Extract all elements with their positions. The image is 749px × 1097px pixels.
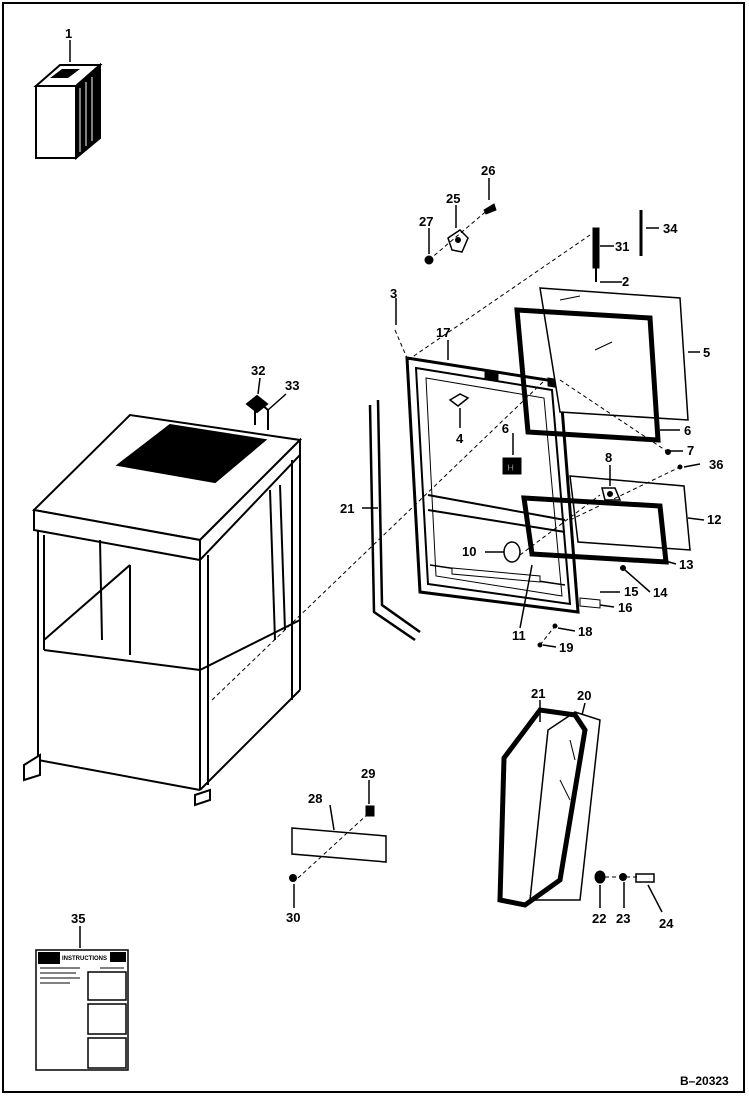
side-window-hardware <box>594 870 655 884</box>
callout-24: 24 <box>659 916 674 931</box>
window-frame <box>405 356 580 614</box>
hardware: H <box>424 203 683 648</box>
figure-reference: B–20323 <box>680 1074 729 1088</box>
callout-9: 9 <box>502 421 509 436</box>
seal-strip <box>368 399 421 642</box>
part-kit-box <box>33 62 103 161</box>
callout-3: 3 <box>390 286 397 301</box>
callout-26: 26 <box>481 163 495 178</box>
callout-21-seal: 21 <box>531 686 545 701</box>
upper-glass <box>514 287 689 443</box>
callout-32: 32 <box>251 363 265 378</box>
callout-4: 4 <box>456 431 464 446</box>
callout-14: 14 <box>653 585 668 600</box>
callouts: 1 2 3 4 5 6 7 8 9 10 11 12 13 14 15 16 1… <box>65 26 723 931</box>
callout-7: 7 <box>687 443 694 458</box>
callout-20: 20 <box>577 688 591 703</box>
callout-21-strip: 21 <box>340 501 354 516</box>
callout-19: 19 <box>559 640 573 655</box>
callout-22: 22 <box>592 911 606 926</box>
callout-27: 27 <box>419 214 433 229</box>
callout-8: 8 <box>605 450 612 465</box>
side-window <box>497 707 601 908</box>
lower-glass <box>521 475 691 565</box>
plate <box>289 805 387 882</box>
callout-11: 11 <box>512 628 526 643</box>
svg-text:H: H <box>507 463 514 474</box>
latch <box>601 487 622 501</box>
cab-body <box>23 394 303 807</box>
callout-30: 30 <box>286 910 300 925</box>
operator-manual: INSTRUCTIONS <box>35 949 129 1071</box>
callout-13: 13 <box>679 557 693 572</box>
assembly-lines <box>211 207 681 879</box>
callout-25: 25 <box>446 191 460 206</box>
callout-10: 10 <box>462 544 476 559</box>
callout-29: 29 <box>361 766 375 781</box>
callout-6: 6 <box>684 423 691 438</box>
callout-12: 12 <box>707 512 721 527</box>
callout-36: 36 <box>709 457 723 472</box>
callout-5: 5 <box>703 345 710 360</box>
callout-18: 18 <box>578 624 592 639</box>
callout-1: 1 <box>65 26 72 41</box>
leader-lines <box>69 40 705 948</box>
callout-33: 33 <box>285 378 299 393</box>
callout-35: 35 <box>71 911 85 926</box>
callout-34: 34 <box>663 221 678 236</box>
callout-17: 17 <box>436 325 450 340</box>
callout-23: 23 <box>616 911 630 926</box>
callout-28: 28 <box>308 791 322 806</box>
callout-2: 2 <box>622 274 629 289</box>
callout-16: 16 <box>618 600 632 615</box>
manual-heading: INSTRUCTIONS <box>62 956 107 962</box>
callout-31: 31 <box>615 239 629 254</box>
callout-15: 15 <box>624 584 638 599</box>
